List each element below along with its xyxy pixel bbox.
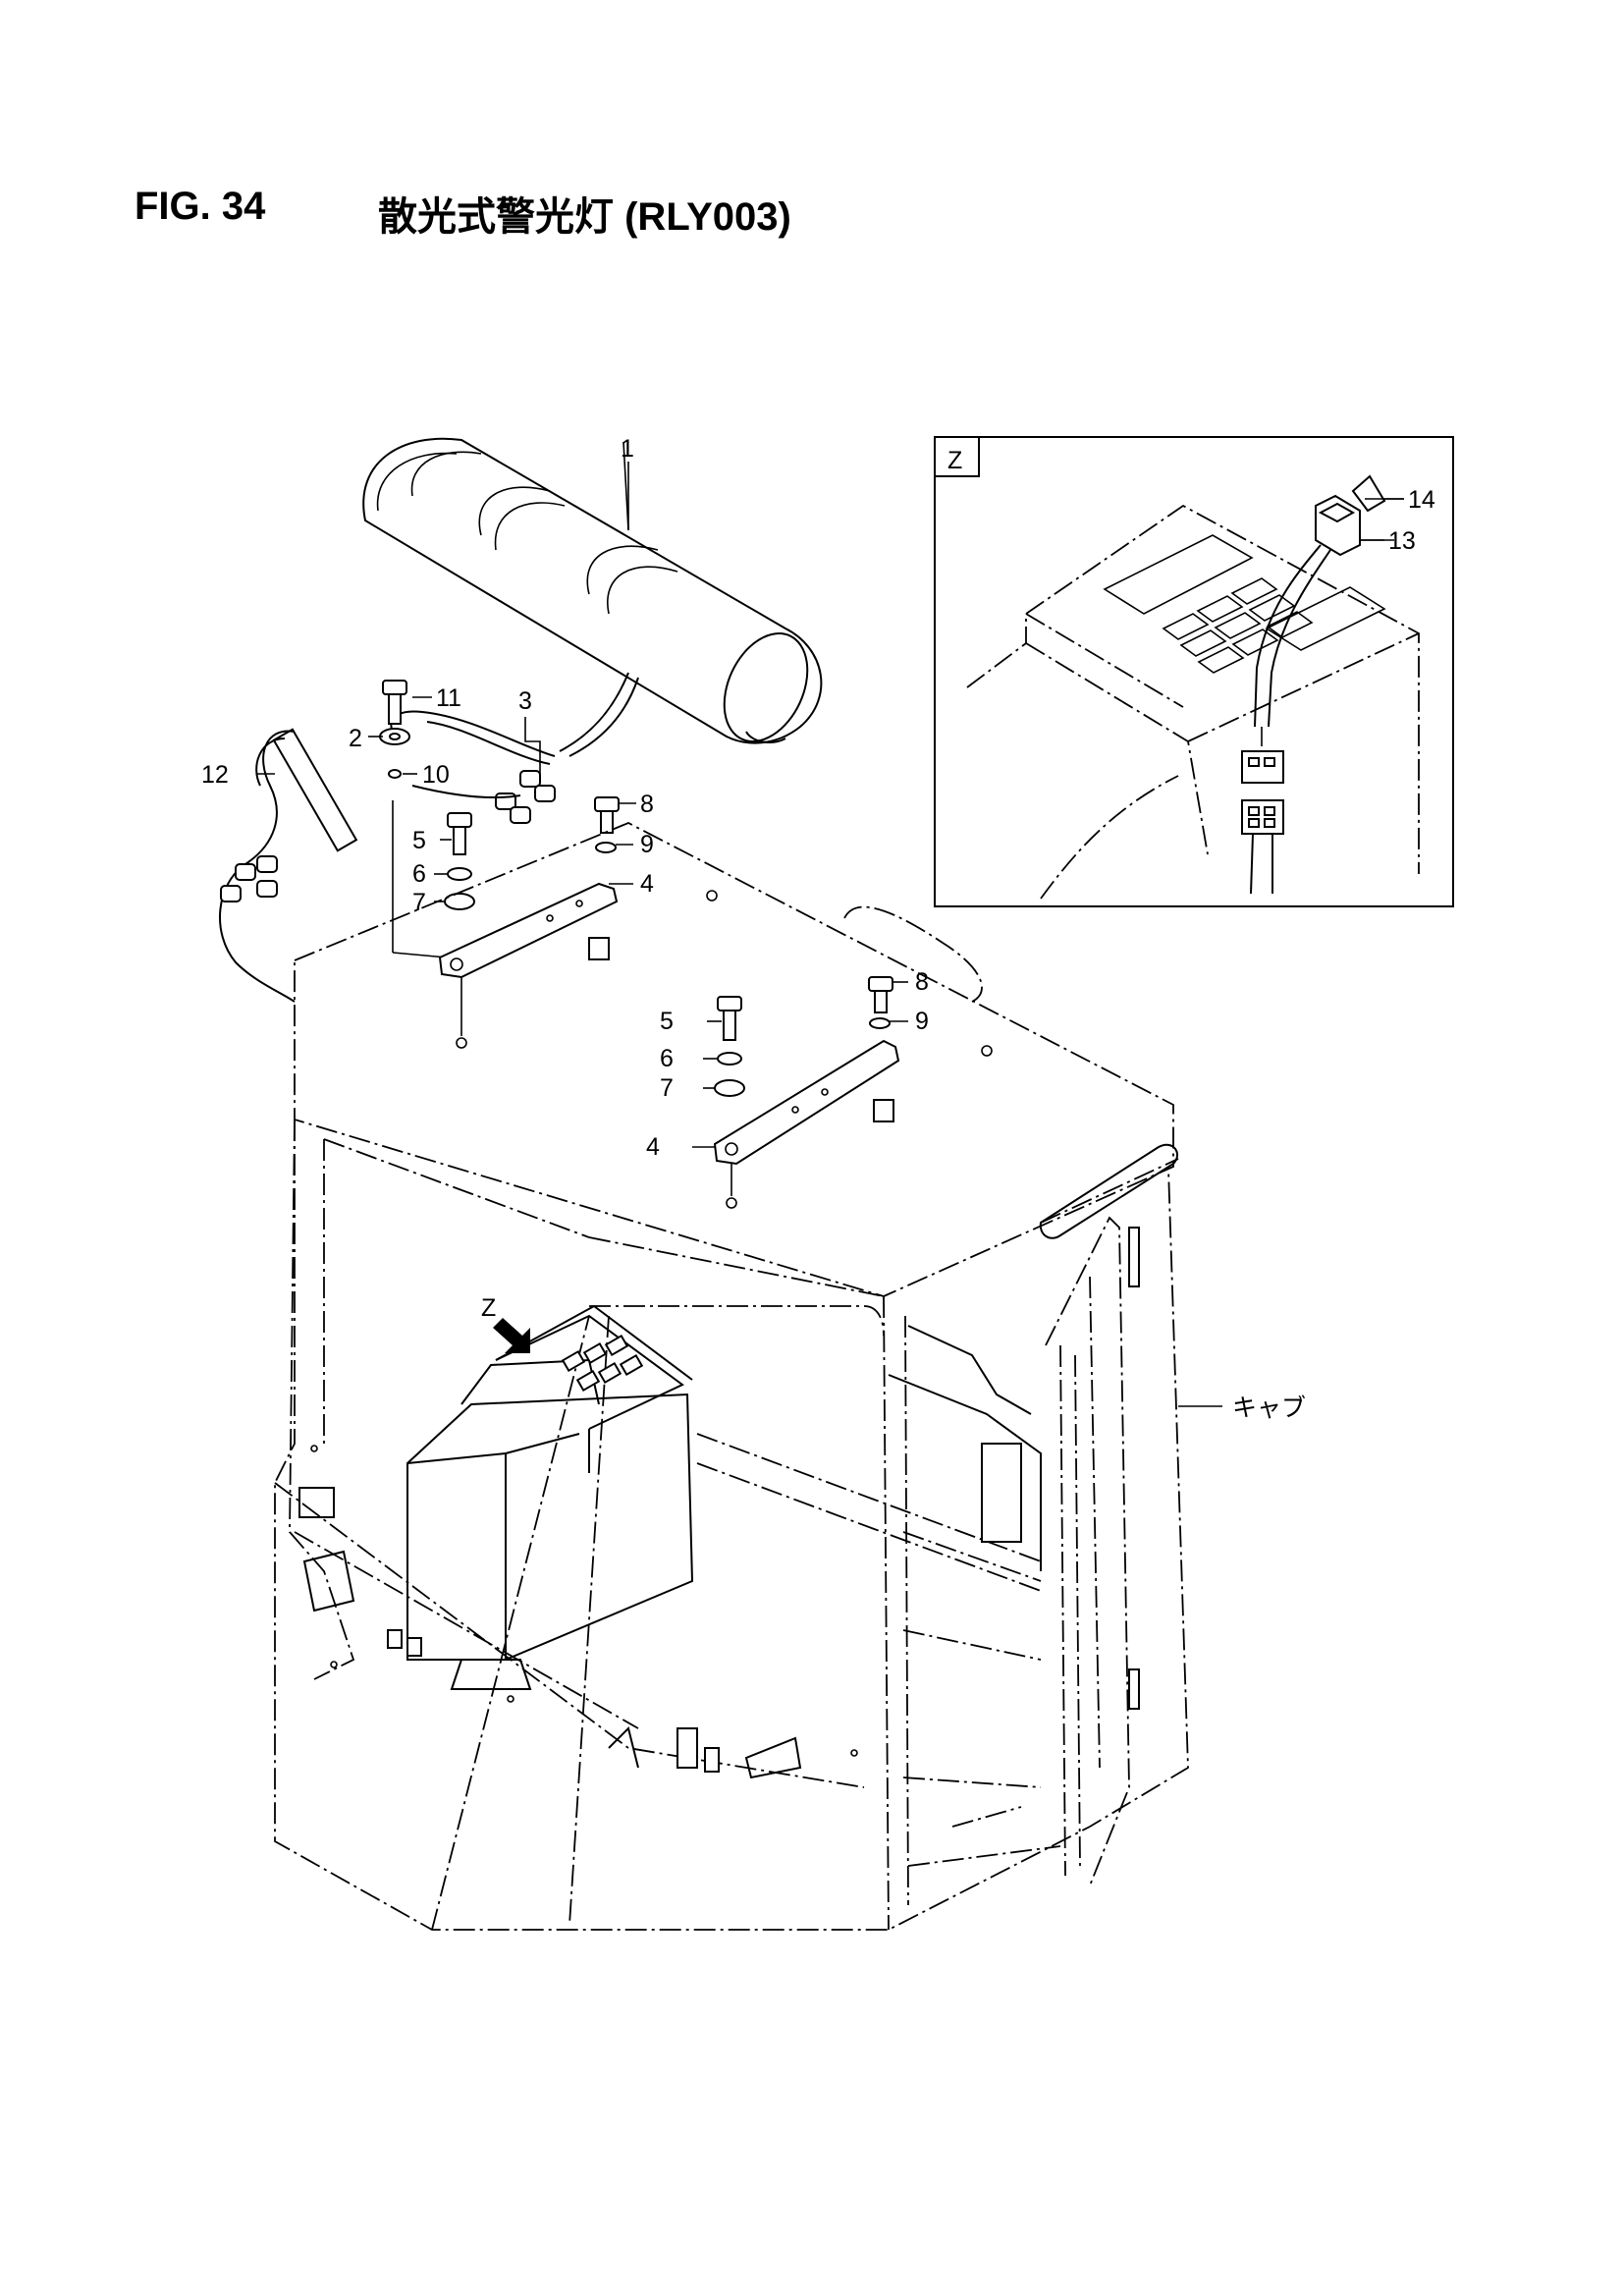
detail-view-label: Z (947, 447, 962, 474)
callout-3: 3 (518, 687, 532, 715)
callout-5-right: 5 (660, 1008, 674, 1035)
callout-9-left: 9 (640, 831, 654, 858)
cab-outline (274, 822, 1189, 1931)
callout-4-left: 4 (640, 870, 654, 898)
callout-14: 14 (1408, 486, 1435, 514)
callout-8-left: 8 (640, 791, 654, 818)
z-view-arrow: Z (481, 1294, 530, 1353)
callout-2: 2 (349, 725, 362, 752)
callout-9-right: 9 (915, 1008, 929, 1035)
bracket-assembly-left (438, 796, 620, 1049)
callout-1: 1 (621, 435, 634, 463)
callout-10: 10 (422, 761, 450, 789)
figure-title: 散光式警光灯 (RLY003) (378, 195, 791, 239)
figure-number: FIG. 34 (135, 185, 266, 228)
beacon-lamp (362, 437, 823, 757)
wiring-harness (219, 710, 556, 1003)
switch-panel-detail (1162, 577, 1314, 674)
detail-view-z: Z (934, 436, 1454, 907)
hardware-set-top (379, 680, 410, 779)
callout-5-left: 5 (412, 827, 426, 854)
callout-7-left: 7 (412, 889, 426, 916)
leader-lines (257, 462, 1404, 1407)
callout-6-left: 6 (412, 860, 426, 888)
switch-panel-small (561, 1334, 644, 1393)
callout-11: 11 (436, 684, 461, 712)
callout-7-right: 7 (660, 1074, 674, 1102)
callout-8-right: 8 (915, 968, 929, 996)
callout-cab: キャブ (1232, 1394, 1306, 1422)
z-arrow-label: Z (481, 1294, 496, 1322)
callout-4-right: 4 (646, 1133, 660, 1161)
callout-12: 12 (201, 761, 229, 789)
callout-6-right: 6 (660, 1045, 674, 1072)
callout-13: 13 (1388, 527, 1416, 555)
bracket-assembly-right (713, 976, 900, 1209)
